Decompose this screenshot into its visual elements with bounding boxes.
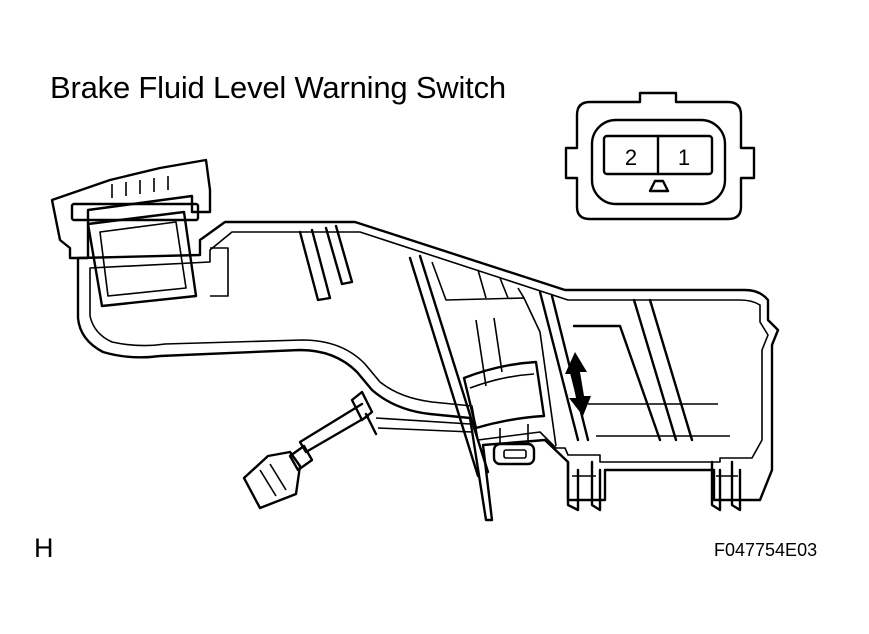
float-switch [462,360,546,466]
connector-pin-label: 1 [678,145,690,170]
connector-front-view-icon: 2 1 [564,91,756,221]
double-headed-arrow-icon [565,352,591,416]
reservoir-body [50,158,780,522]
corner-letter: H [34,533,54,563]
figure-code: F047754E03 [714,540,818,560]
wire-harness [242,390,473,510]
diagram-title: Brake Fluid Level Warning Switch [50,70,506,105]
connector-pin-label: 2 [625,145,637,170]
